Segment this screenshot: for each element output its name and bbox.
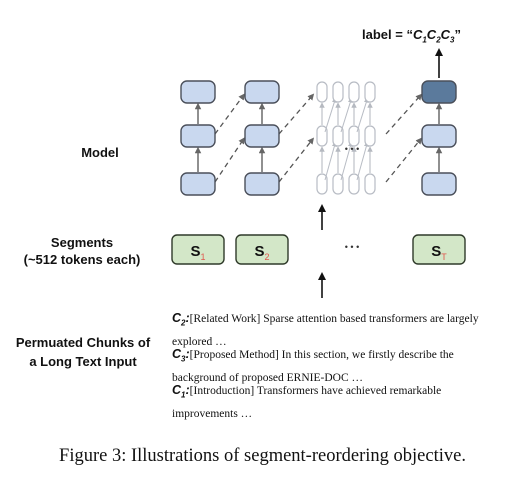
model-node-c2-r1 [421,124,457,148]
ghost-node [316,81,328,103]
ghost-edge [356,141,369,181]
ghost-node [348,81,360,103]
recurrence-edge [385,93,423,135]
chunk-c3: C3:[Proposed Method] In this section, we… [172,347,454,384]
recurrence-edge [278,137,315,183]
segments-ellipsis: • • • [345,242,359,252]
ghost-edge [356,97,369,133]
output-label: label = “C1C2C3” [362,27,461,45]
model-node-c1-r0 [244,80,280,104]
figure-caption: Figure 3: Illustrations of segment-reord… [59,446,466,466]
model-label: Model [81,145,119,160]
ghost-edge [324,141,337,181]
model-ellipsis: • • • [345,144,359,154]
model-node-c1-r2 [244,172,280,196]
model-node-c1-r1 [244,124,280,148]
segments-label: Segments (~512 tokens each) [23,235,141,267]
segment-s1: S1 [171,234,225,265]
ghost-node [316,173,328,195]
svg-text:S2: S2 [254,243,269,262]
ghost-edge [340,97,353,133]
segment-s2: S2 [235,234,289,265]
chunks-label: Permuated Chunks of a Long Text Input [15,335,151,369]
model-node-c2-r2 [421,172,457,196]
chunk-c2: C2:[Related Work] Sparse attention based… [172,311,479,348]
ghost-node [364,125,376,147]
model-node-c0-r1 [180,124,216,148]
recurrence-edge [214,137,245,183]
ghost-node [364,173,376,195]
recurrence-edge [385,137,423,183]
ghost-node [348,125,360,147]
chunk-c1: C1:[Introduction] Transformers have achi… [172,383,442,420]
svg-text:S1: S1 [190,243,205,262]
ghost-node [364,81,376,103]
segment-st: ST [412,234,466,265]
ghost-node [332,81,344,103]
ghost-node [316,125,328,147]
ghost-node [348,173,360,195]
ghost-node [332,125,344,147]
model-node-c0-r0 [180,80,216,104]
svg-text:ST: ST [431,243,447,262]
recurrence-edge [278,93,315,135]
output-node [421,80,457,104]
recurrence-edge [214,93,245,135]
ghost-node [332,173,344,195]
ghost-edge [324,97,337,133]
ghost-edge [340,141,353,181]
model-node-c0-r2 [180,172,216,196]
